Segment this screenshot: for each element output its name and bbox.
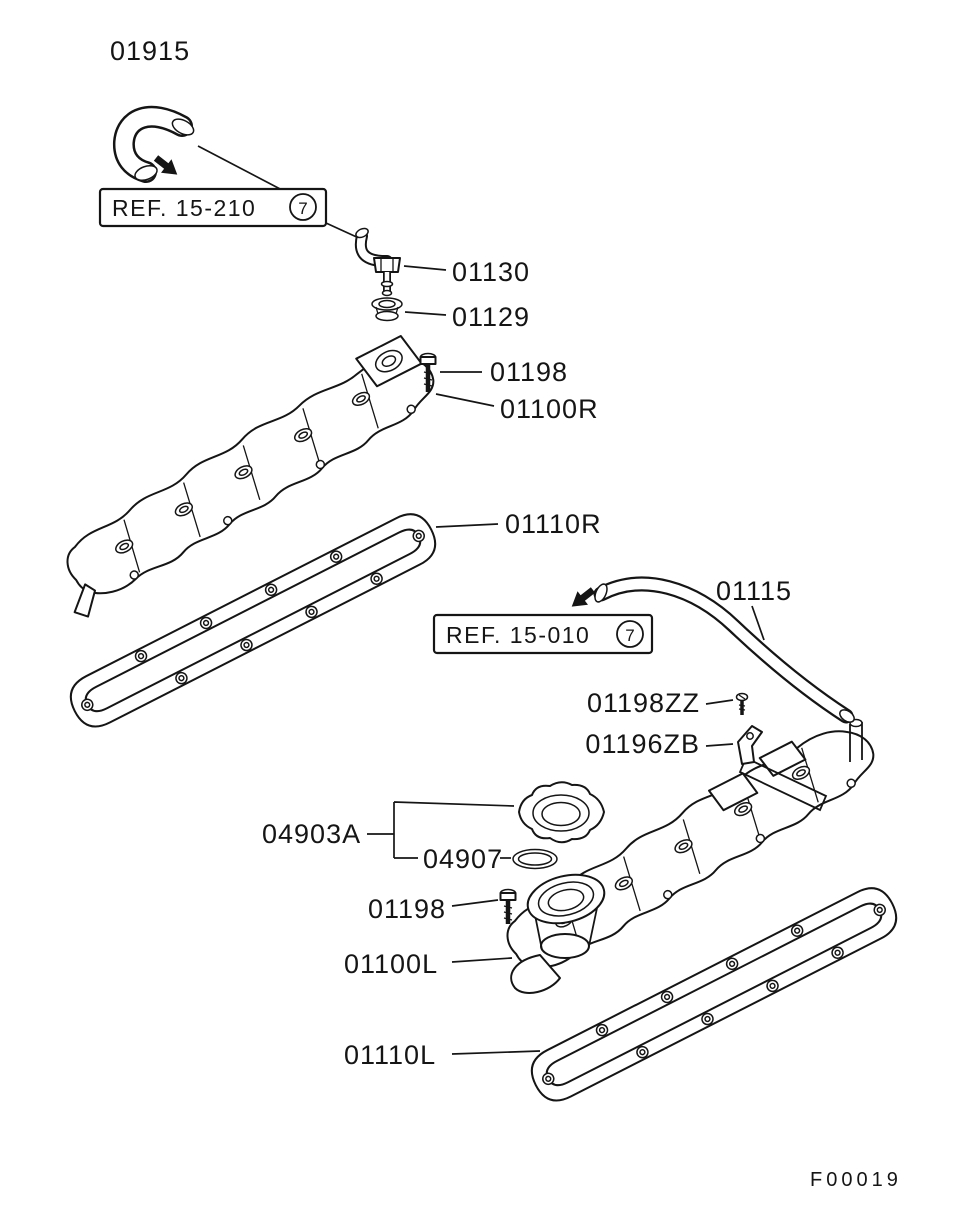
leader-line	[705, 743, 734, 747]
leader-line	[451, 957, 513, 963]
leader-line	[705, 699, 734, 705]
bracket-01196zb	[737, 725, 763, 765]
leader-line	[751, 605, 765, 641]
label-01198-top: 01198	[490, 357, 568, 387]
leader-line	[197, 145, 362, 240]
pcv-elbow-01130	[354, 227, 401, 297]
leader-line	[435, 523, 499, 528]
leader-line	[367, 801, 515, 859]
hose-01115	[593, 576, 855, 724]
label-01110l: 01110L	[344, 1040, 436, 1070]
label-01129: 01129	[452, 302, 530, 332]
figure-code: F00019	[810, 1169, 902, 1191]
ref-box-15-210: REF. 15-210 7	[98, 187, 328, 228]
rocker-cover-left	[487, 715, 896, 982]
leader-line	[451, 1050, 541, 1055]
cover-pad	[708, 772, 759, 812]
label-01100l: 01100L	[344, 949, 438, 979]
ref-top-label: REF. 15-210	[112, 195, 256, 221]
label-01915: 01915	[110, 36, 190, 66]
breather-elbow-01915	[112, 105, 195, 183]
label-01115: 01115	[716, 576, 792, 606]
ref-box-15-010: REF. 15-010 7	[432, 613, 654, 655]
label-04903a: 04903A	[262, 819, 361, 849]
screw-01198zz	[735, 692, 749, 715]
label-01110r: 01110R	[505, 509, 602, 539]
label-01198-bottom: 01198	[368, 894, 446, 924]
ref-arrow-mid	[566, 583, 599, 614]
bolt-01198-top	[419, 352, 437, 392]
oil-filler-neck	[510, 873, 606, 994]
label-01196zb: 01196ZB	[585, 729, 700, 759]
leader-line	[451, 899, 499, 907]
baffle-plate	[738, 756, 828, 812]
rocker-cover-right	[47, 334, 456, 618]
oil-filler-cap-04903a	[518, 781, 605, 844]
label-04907: 04907	[423, 844, 503, 874]
label-01100r: 01100R	[500, 394, 599, 424]
leader-line	[435, 393, 495, 407]
end-tab	[73, 583, 97, 618]
label-01130: 01130	[452, 257, 530, 287]
ref-mid-number: 7	[625, 626, 634, 645]
leader-line	[403, 265, 447, 271]
cover-pad	[758, 740, 807, 777]
ref-top-number: 7	[298, 199, 307, 218]
o-ring-04907	[512, 848, 558, 870]
grommet-01129	[371, 297, 403, 322]
leader-line	[404, 311, 447, 316]
bolt-01198-bottom	[499, 888, 517, 924]
ref-mid-label: REF. 15-010	[446, 622, 590, 648]
label-01198zz: 01198ZZ	[587, 688, 700, 718]
